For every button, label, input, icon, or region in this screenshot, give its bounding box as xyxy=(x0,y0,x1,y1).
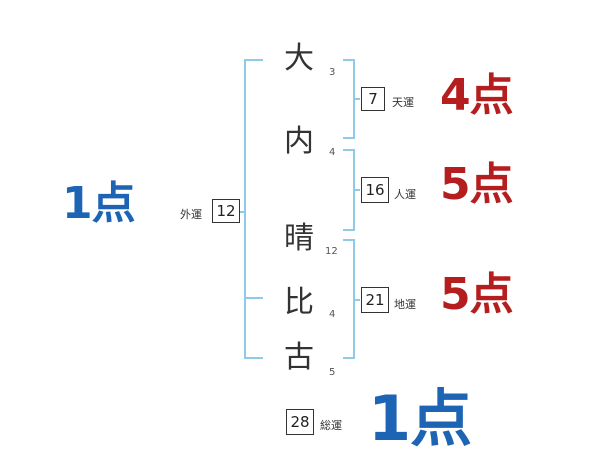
name-char-2: 内 xyxy=(284,124,314,159)
chiun-bracket xyxy=(343,239,355,359)
tenun-label: 天運 xyxy=(392,96,414,109)
chiun-value: 21 xyxy=(361,287,389,313)
stroke-count-2: 4 xyxy=(329,147,336,158)
name-char-4: 比 xyxy=(284,285,314,320)
gaiun-label: 外運 xyxy=(180,208,202,221)
tenun-score: 4点 xyxy=(440,70,514,121)
souun-label: 総運 xyxy=(320,419,342,432)
jinun-score: 5点 xyxy=(440,159,514,210)
gaiun-bracket xyxy=(244,59,263,359)
chiun-score: 5点 xyxy=(440,269,514,320)
tenun-value: 7 xyxy=(361,87,385,111)
jinun-value: 16 xyxy=(361,177,389,203)
souun-score: 1点 xyxy=(368,382,472,455)
chiun-label: 地運 xyxy=(394,298,416,311)
gaiun-score: 1点 xyxy=(62,178,136,229)
stroke-count-3: 12 xyxy=(325,246,338,257)
name-char-5: 古 xyxy=(284,340,314,375)
gaiun-value: 12 xyxy=(212,199,240,223)
tenun-bracket xyxy=(343,59,355,139)
souun-value: 28 xyxy=(286,409,314,435)
stroke-count-5: 5 xyxy=(329,367,336,378)
jinun-bracket xyxy=(343,149,355,231)
name-char-1: 大 xyxy=(284,41,314,76)
stroke-count-4: 4 xyxy=(329,309,336,320)
stroke-count-1: 3 xyxy=(329,67,336,78)
name-char-3: 晴 xyxy=(284,221,314,256)
jinun-label: 人運 xyxy=(394,188,416,201)
